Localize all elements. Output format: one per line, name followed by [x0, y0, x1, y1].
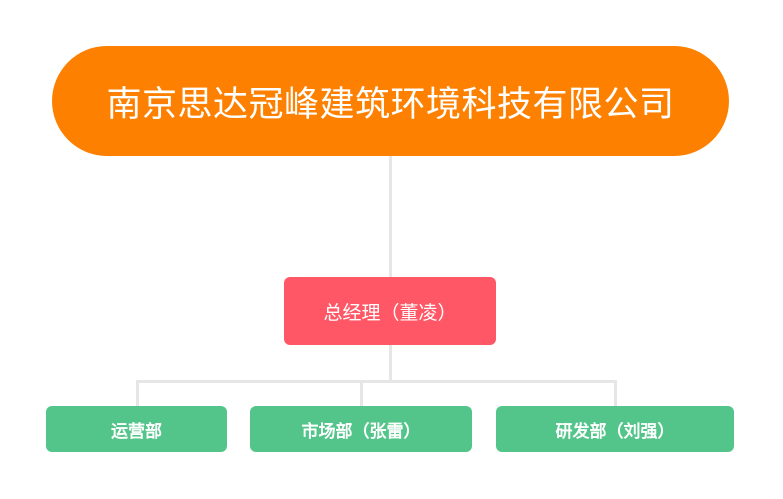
- department-node-operations: 运营部: [46, 406, 227, 452]
- company-name: 南京思达冠峰建筑环境科技有限公司: [106, 84, 675, 125]
- connector-manager-down: [389, 345, 392, 381]
- company-node: 南京思达冠峰建筑环境科技有限公司: [52, 46, 729, 156]
- connector-company-manager: [389, 156, 392, 277]
- general-manager-label: 总经理（董凌）: [323, 301, 457, 324]
- general-manager-node: 总经理（董凌）: [284, 277, 496, 345]
- department-node-marketing: 市场部（张雷）: [250, 406, 472, 452]
- connector-horizontal-bar: [136, 380, 616, 383]
- department-label: 研发部（刘强）: [555, 421, 675, 442]
- connector-dept-2: [360, 380, 363, 406]
- department-label: 运营部: [111, 421, 162, 442]
- connector-dept-1: [136, 380, 139, 406]
- department-node-rnd: 研发部（刘强）: [496, 406, 734, 452]
- department-label: 市场部（张雷）: [301, 421, 421, 442]
- connector-dept-3: [614, 380, 617, 406]
